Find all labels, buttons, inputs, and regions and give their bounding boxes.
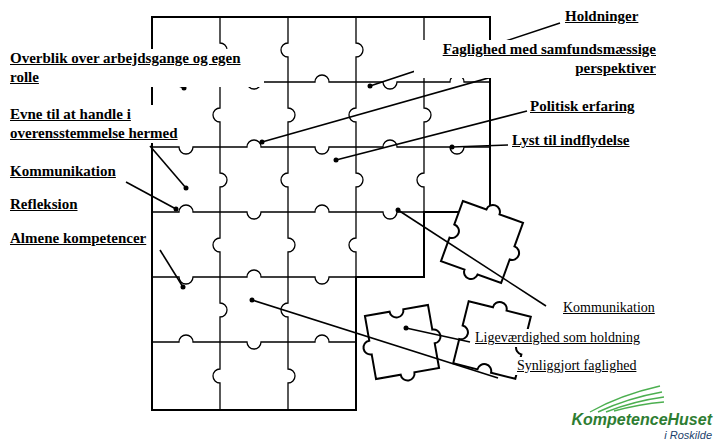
label-text: Refleksion: [8, 195, 80, 214]
leader-line: [336, 111, 527, 160]
leader-line: [406, 328, 470, 342]
loose-piece: [439, 194, 532, 292]
label-text: Kommunikation: [8, 162, 118, 181]
leader-line: [126, 182, 176, 209]
label-text: Ligeværdighed som holdning: [473, 329, 642, 347]
leader-line: [398, 210, 546, 306]
leader-line: [150, 146, 186, 188]
leader-dot: [184, 186, 189, 191]
puzzle-seam: [281, 17, 295, 410]
puzzle-seam: [152, 270, 356, 284]
leader-dot: [181, 285, 186, 290]
label-text: Overblik over arbejdsgange og egen rolle: [8, 49, 264, 87]
leader-dot: [396, 208, 401, 213]
leader-dot: [404, 326, 409, 331]
label-text: Kommunikation: [561, 299, 657, 317]
logo-leaf-stroke: [614, 402, 664, 411]
label-text: Holdninger: [563, 7, 640, 26]
leader-line: [252, 300, 498, 378]
logo-leaf-stroke: [606, 397, 664, 412]
label-text: Almene kompetencer: [8, 229, 148, 248]
puzzle-seam: [349, 17, 363, 277]
label-text: Synliggjort faglighed: [515, 357, 638, 375]
label-text: Evne til at handle i overensstemmelse he…: [8, 105, 212, 143]
label-text: Lyst til indflydelse: [510, 131, 632, 150]
leader-dots: [174, 84, 455, 331]
leader-dot: [450, 145, 455, 150]
label-text: Politisk erfaring: [528, 97, 637, 116]
puzzle-seam: [152, 335, 356, 349]
loose-pieces: [358, 194, 532, 387]
label-text: Faglighed med samfundsmæssige perspektiv…: [414, 40, 658, 78]
loose-piece: [358, 304, 447, 387]
leader-dot: [368, 84, 373, 89]
leader-dot: [250, 298, 255, 303]
leader-line: [452, 145, 508, 147]
leader-dot: [174, 207, 179, 212]
logo-text: KompetenceHuset: [570, 410, 714, 430]
logo-leaf: [590, 386, 664, 412]
leader-line: [160, 250, 183, 287]
logo-leaf-stroke: [598, 392, 662, 412]
logo-subtext: i Roskilde: [662, 429, 714, 443]
leader-dot: [260, 140, 265, 145]
leader-dot: [334, 158, 339, 163]
